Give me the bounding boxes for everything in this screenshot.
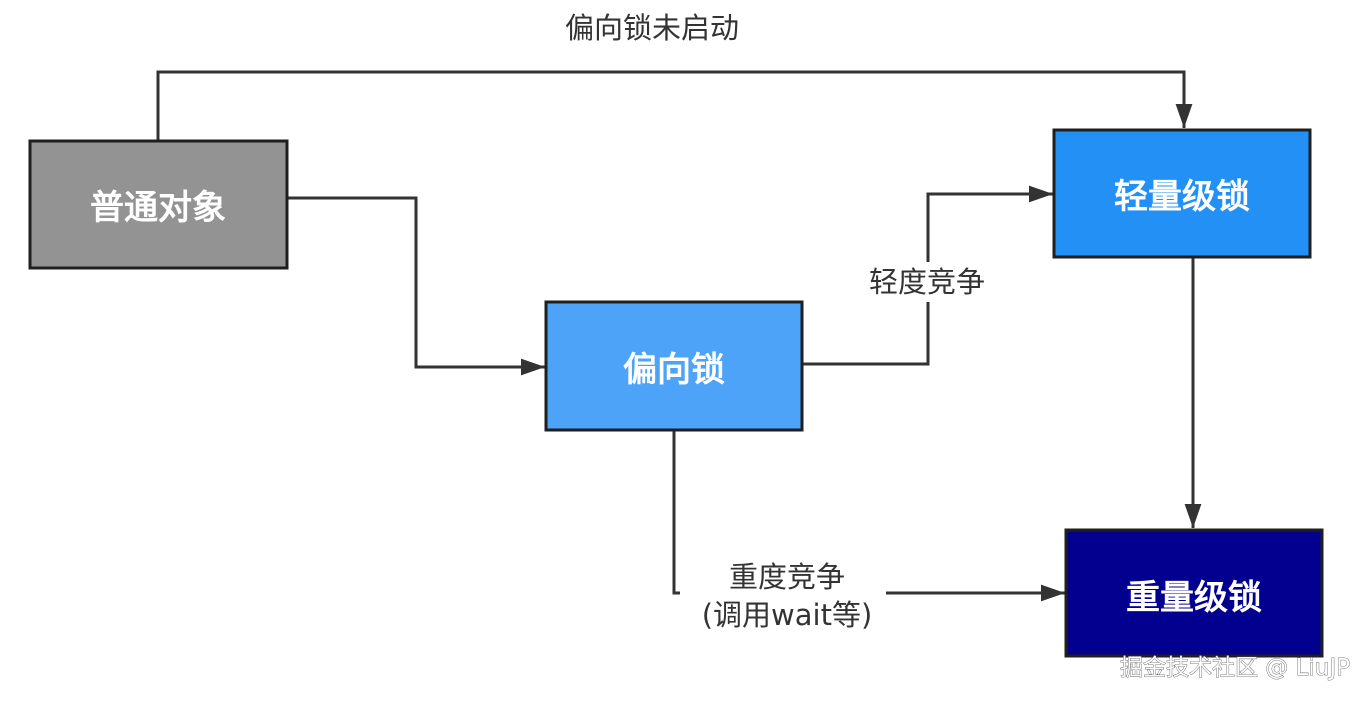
node-heavyweight-lock: 重量级锁 xyxy=(1064,528,1324,658)
edge-light-contention: 轻度竞争 xyxy=(802,185,1053,366)
edge-normal-to-biased xyxy=(287,196,545,376)
edge-heavy-contention-label-line1: 重度竞争 xyxy=(729,560,845,594)
edge-heavy-contention-label-bg xyxy=(680,556,886,636)
edge-heavy-contention: 重度竞争 (调用wait等) xyxy=(672,430,1065,636)
node-biased-lock-box xyxy=(544,300,804,432)
node-lightweight-lock-label: 轻量级锁 xyxy=(1114,177,1250,217)
edge-heavy-contention-label-line2: (调用wait等) xyxy=(702,598,873,632)
node-biased-lock: 偏向锁 xyxy=(544,300,804,432)
edge-bias-disabled: 偏向锁未启动 xyxy=(156,11,1193,140)
node-biased-lock-label: 偏向锁 xyxy=(623,350,725,390)
watermark-text: 掘金技术社区 @ LiuJP xyxy=(1120,655,1350,681)
edge-light-contention-label: 轻度竞争 xyxy=(869,265,985,299)
edge-normal-to-biased-line xyxy=(287,196,545,376)
node-heavyweight-lock-box xyxy=(1064,528,1324,658)
node-normal-object-box xyxy=(28,139,289,270)
node-heavyweight-lock-label: 重量级锁 xyxy=(1126,578,1262,618)
node-lightweight-lock: 轻量级锁 xyxy=(1052,128,1312,259)
edge-light-contention-label-bg xyxy=(852,262,1002,302)
edge-bias-disabled-line xyxy=(156,70,1193,140)
edge-heavy-contention-line xyxy=(672,430,1065,602)
node-normal-object-label: 普通对象 xyxy=(90,188,226,228)
node-lightweight-lock-box xyxy=(1052,128,1312,259)
node-normal-object: 普通对象 xyxy=(28,139,289,270)
edge-bias-disabled-label: 偏向锁未启动 xyxy=(565,11,739,45)
